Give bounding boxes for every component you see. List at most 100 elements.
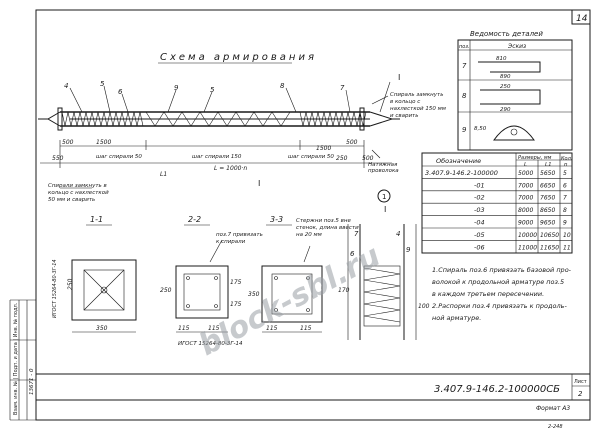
note-tension: Натяжная проволока <box>368 162 399 174</box>
spec-cell-designation: -03 <box>474 206 485 214</box>
dim-1500-right: 1500 <box>316 145 331 152</box>
spec-cell-n: 9 <box>563 220 567 227</box>
detail-i-mark: I <box>384 205 386 214</box>
note-line-4: 2.Распорки поз.4 привязать к продоль- <box>432 302 567 310</box>
detail-row-8-dim-b: 290 <box>500 107 511 113</box>
dim-550: 550 <box>52 155 64 162</box>
s22-dim-250: 250 <box>160 287 172 294</box>
s11-dim-side: 250 <box>67 278 74 290</box>
note-left: Спирали замкнуть в кольцо с нахлесткой 5… <box>48 183 110 203</box>
spec-cell-l: 11000 <box>518 244 537 251</box>
dim-500-right: 500 <box>346 139 358 146</box>
spec-table: Обозначение Размеры, мм Кол. L L1 n 3.40… <box>421 152 573 254</box>
spec-cell-n: 7 <box>563 195 567 202</box>
s22-dim-115b: 115 <box>208 325 220 332</box>
spec-cell-l1: 9650 <box>540 220 555 227</box>
callout-9: 9 <box>174 84 179 92</box>
s22-dim-115a: 115 <box>178 325 190 332</box>
spec-cell-l: 8000 <box>518 207 533 214</box>
spec-h-qty: Кол. <box>561 156 572 162</box>
spec-cell-designation: -04 <box>474 219 485 227</box>
details-table: Ведомость деталей поз. Эскиз 7 810 890 8… <box>457 30 573 151</box>
s33-dim-115b: 115 <box>300 325 312 332</box>
spec-cell-l1: 5650 <box>540 170 555 177</box>
s11-dim-bottom: 350 <box>96 325 108 332</box>
spec-cell-designation: -01 <box>474 181 485 189</box>
format-label: Формат А3 <box>536 405 570 412</box>
section-1-1: 1-1 350 250 ИГОСТ 15264-80-3Г-14 <box>52 215 137 333</box>
section-3-3-title: 3-3 <box>270 215 283 224</box>
spec-cell-n: 8 <box>563 207 567 214</box>
detail-dim-100: 100 <box>418 303 430 310</box>
sheet-number: 14 <box>576 14 588 24</box>
spec-cell-n: 10 <box>563 232 571 239</box>
s22-dim-175a: 175 <box>230 279 242 286</box>
callout-5a: 5 <box>100 80 105 88</box>
length-label: L = 1000·n <box>214 165 247 172</box>
detail-dim-170: 170 <box>338 287 350 294</box>
dim-250: 250 <box>336 155 348 162</box>
spec-cell-l1: 7650 <box>540 195 555 202</box>
side-stamp-text: Взам. инв. № | Подп. и дата | Инв. № под… <box>13 302 19 415</box>
spec-cell-l1: 6650 <box>540 182 555 189</box>
detail-row-8-dim-a: 250 <box>500 84 511 90</box>
circle-mark <box>377 189 391 203</box>
callout-5b: 5 <box>210 86 215 94</box>
sheet-label: Лист <box>574 379 587 385</box>
detail-callout-4: 4 <box>396 230 400 238</box>
dim-500-left: 500 <box>62 139 74 146</box>
details-col-pos: поз. <box>459 44 470 50</box>
detail-row-9-pos: 9 <box>462 126 467 134</box>
main-view: 4 5 6 9 5 8 7 I Спираль замкнуть в кольц… <box>38 73 448 203</box>
spec-h-designation: Обозначение <box>436 157 481 165</box>
spec-h-l: L <box>524 162 527 168</box>
callout-8: 8 <box>280 82 285 90</box>
spec-cell-l1: 11650 <box>540 244 559 251</box>
callout-4: 4 <box>64 82 68 90</box>
section-2-2: 2-2 115 115 175 175 250 поз.7 привязать … <box>160 215 265 347</box>
s11-side-label: ИГОСТ 15264-80-3Г-14 <box>52 259 58 318</box>
spec-cell-n: 6 <box>563 182 567 189</box>
section-mark-top: I <box>398 73 400 82</box>
title-block: 3.407.9-146.2-100000СБ Лист 2 Формат А3 … <box>35 373 591 430</box>
s33-dim-350: 350 <box>248 291 260 298</box>
circle-mark-label: 1 <box>382 193 386 201</box>
spec-cell-designation: -06 <box>474 243 485 251</box>
detail-row-9-dim: 8,50 <box>474 126 487 132</box>
side-stamp: Взам. инв. № | Подп. и дата | Инв. № под… <box>9 299 36 421</box>
spec-cell-designation: -02 <box>474 194 485 202</box>
section-i-mark: I <box>258 179 260 188</box>
note-right: Спираль замкнуть в кольцо с нахлесткой 1… <box>390 92 448 119</box>
corner-mark: 2-248 <box>548 424 563 430</box>
note-line-2: волокой к продольной арматуре поз.5 <box>432 278 564 286</box>
spec-cell-l: 9000 <box>518 220 533 227</box>
note-line-3: в каждом третьем пересечении. <box>432 290 544 298</box>
callout-7: 7 <box>340 84 345 92</box>
s33-note: Стержни поз.5 вне стенок, длина ввести н… <box>296 218 360 238</box>
s33-dim-115a: 115 <box>266 325 278 332</box>
spec-cell-n: 11 <box>563 244 571 251</box>
spec-cell-l1: 8650 <box>540 207 555 214</box>
section-3-3: 3-3 115 115 350 Стержни поз.5 вне стенок… <box>248 215 360 333</box>
watermark: block-sbl.ru <box>193 238 386 363</box>
spec-h-l1: L1 <box>545 162 552 168</box>
detail-row-8-pos: 8 <box>462 92 467 100</box>
side-stamp-code: 13671 - 0 <box>29 368 35 395</box>
s22-bottom-label: ИГОСТ 15264-80-3Г-14 <box>178 341 243 347</box>
detail-callout-9: 9 <box>406 246 411 254</box>
s22-note: поз.7 привязать к спирали <box>216 232 265 245</box>
detail-row-7-dim-a: 810 <box>496 56 507 62</box>
note-line-5: ной арматуре. <box>432 314 481 322</box>
l1-label: L1 <box>160 171 167 178</box>
section-1-1-title: 1-1 <box>90 215 103 224</box>
dim-1500-left: 1500 <box>96 139 111 146</box>
pitch-middle: шаг спирали 150 <box>192 154 242 160</box>
details-table-title: Ведомость деталей <box>470 30 543 38</box>
pitch-right: шаг спирали 50 <box>288 154 334 160</box>
callout-6: 6 <box>118 88 123 96</box>
pitch-left: шаг спирали 50 <box>96 154 142 160</box>
spec-cell-n: 5 <box>563 170 567 177</box>
detail-row-7-pos: 7 <box>462 62 467 70</box>
